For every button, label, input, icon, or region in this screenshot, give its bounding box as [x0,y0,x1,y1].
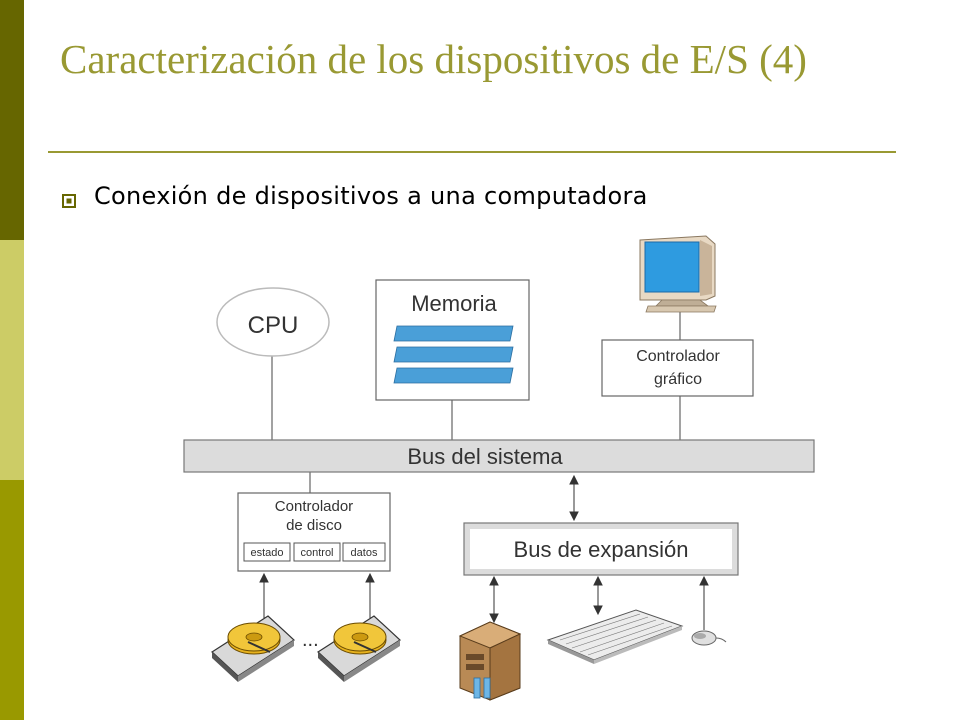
memory-bar [393,325,514,342]
register-control-box [293,542,341,562]
register-estado-box [243,542,291,562]
bullet-item: Conexión de dispositivos a una computado… [94,182,648,210]
register-control-label: control [300,547,333,559]
bullet-square-icon [62,194,76,208]
keyboard-icon [546,609,684,664]
memory-label: Memoria [411,291,497,316]
register-estado-label: estado [250,547,283,559]
expansion-bus: Bus de expansión [463,522,739,576]
memory-node: Memoria [375,279,530,401]
sidebar-band-light [0,240,24,480]
graphics-controller-node: Controlador gráfico [601,339,754,397]
disk-controller-label-2: de disco [286,517,342,534]
expansion-bus-label: Bus de expansión [514,537,689,562]
system-bus: Bus del sistema [183,439,815,473]
mouse-icon [691,630,727,646]
ellipsis-label: ... [302,629,319,651]
system-bus-label: Bus del sistema [407,444,563,469]
hard-disk-icon [211,615,295,682]
sidebar-decoration [0,0,24,720]
sidebar-band-mid [0,480,24,720]
bus-link-arrow [569,474,579,522]
memory-bar [393,367,514,384]
memory-bar [393,346,514,363]
title-divider [48,151,896,153]
cpu-node: CPU [216,287,330,357]
hard-disk-icon [317,615,401,682]
register-datos-label: datos [351,547,378,559]
sidebar-band-dark [0,0,24,240]
disk-controller-label-1: Controlador [275,498,353,515]
cpu-label: CPU [248,312,299,339]
device-arrows [259,572,709,630]
monitor-icon [639,235,717,313]
graphics-controller-label-2: gráfico [654,371,702,388]
connector-lines [271,306,681,493]
register-datos-box [342,542,386,562]
graphics-controller-label-1: Controlador [636,348,720,365]
slide-title: Caracterización de los dispositivos de E… [60,36,807,82]
tower-drive-icon [458,621,522,701]
disk-controller-node: Controlador de disco estado control dato… [237,492,391,572]
